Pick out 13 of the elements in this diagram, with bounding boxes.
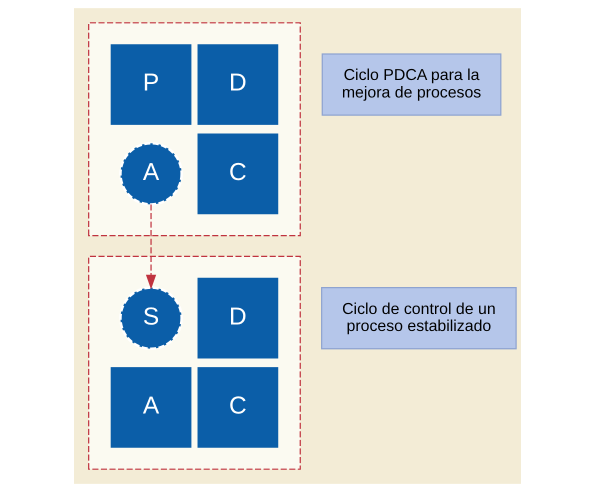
node-box: D xyxy=(197,278,278,359)
node-box: A xyxy=(110,367,191,448)
node-circle: S xyxy=(118,286,182,350)
node-circle: A xyxy=(118,142,182,206)
cluster xyxy=(88,22,300,236)
node-box: C xyxy=(197,133,278,214)
arrow xyxy=(145,204,156,290)
node-box: D xyxy=(197,44,278,125)
cluster xyxy=(88,256,300,470)
node-box: C xyxy=(197,367,278,448)
node-box: P xyxy=(110,44,191,125)
node-box: Ciclo de control de un proceso estabilizado xyxy=(320,286,516,350)
node-box: Ciclo PDCA para la mejora de procesos xyxy=(321,53,501,116)
